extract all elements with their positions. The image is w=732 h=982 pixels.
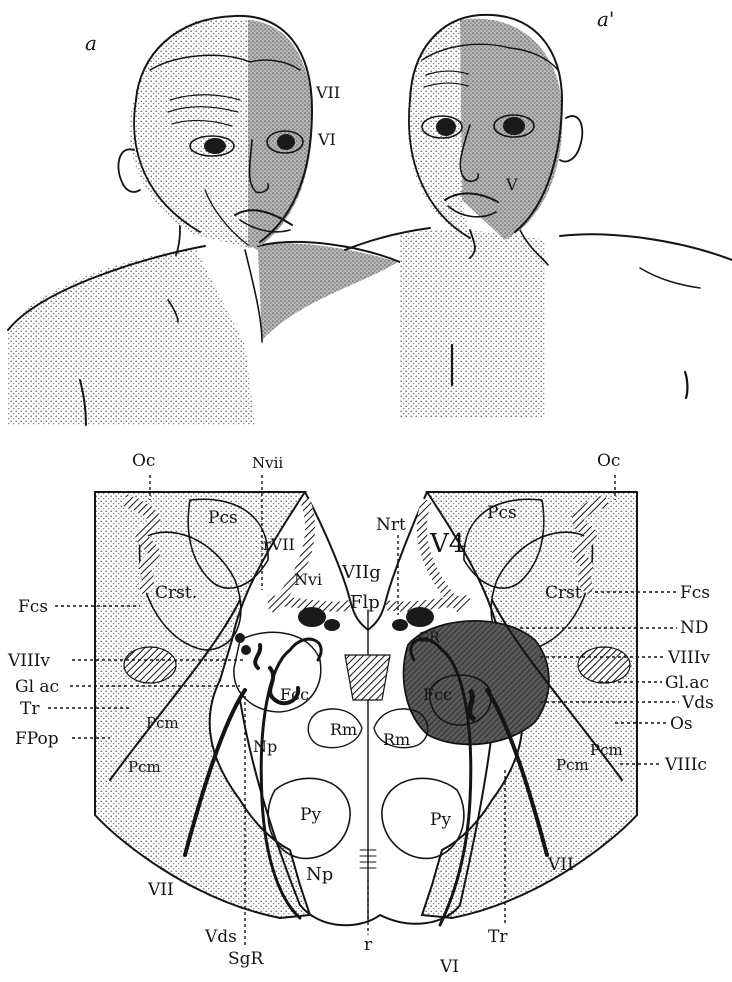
label-pcm-left2: Pcm — [128, 758, 161, 776]
label-fcc-right: Fcc — [423, 685, 452, 704]
label-pcm-right1: Pcm — [590, 741, 623, 759]
label-np-bottom: Np — [306, 864, 333, 885]
label-nvii: Nvii — [252, 454, 283, 472]
label-glac-left: Gl ac — [15, 677, 59, 697]
label-pcs-right: Pcs — [487, 503, 517, 523]
label-oc-right: Oc — [597, 451, 620, 471]
label-oc-left: Oc — [132, 451, 155, 471]
panel-a-torso-stippled — [8, 248, 255, 425]
label-viiiv-left: VIIIv — [7, 651, 50, 671]
label-vii-left: VII — [147, 880, 174, 900]
label-np-mid: Np — [253, 737, 277, 756]
label-tr-bottom: Tr — [488, 927, 508, 947]
label-crst-right: Crst — [545, 583, 582, 603]
panel-a-label-vi: VI — [317, 130, 336, 149]
label-tr-left: Tr — [20, 699, 40, 719]
panel-a-prime-torso-shaded — [400, 230, 545, 418]
label-viiiv-right: VIIIv — [667, 648, 710, 668]
panel-a-prime-letter: a' — [597, 7, 614, 31]
label-rvii: rVII — [263, 535, 295, 554]
label-r: r — [364, 935, 373, 955]
label-vii-right: VII — [547, 855, 574, 875]
label-rm-left: Rm — [330, 720, 357, 739]
label-pcs-left: Pcs — [208, 508, 238, 528]
panel-a-torso-shaded — [248, 243, 398, 340]
label-os: Os — [670, 714, 693, 734]
label-crst-left: Crst. — [155, 583, 197, 603]
label-nd: ND — [680, 618, 709, 638]
label-pcm-left1: Pcm — [146, 714, 179, 732]
label-vds-bottom: Vds — [204, 927, 237, 947]
label-v4: V4 — [429, 529, 465, 559]
brainstem-section: Oc Oc Nvii Nrt V4 rVII Nvi VIIg Flp Pcs … — [7, 451, 714, 977]
panel-a-head-right-shaded — [248, 20, 312, 248]
label-viig: VIIg — [341, 562, 381, 583]
panel-a: a VII VI — [8, 16, 400, 425]
label-fcc-left: Fcc — [280, 685, 309, 704]
label-fcs-right: Fcs — [680, 583, 710, 603]
label-flp: Flp — [350, 592, 380, 613]
label-nvi: Nvi — [294, 570, 322, 589]
label-sgr: SgR — [228, 949, 265, 969]
panel-a-prime: a' V — [345, 7, 732, 418]
label-fcs-left: Fcs — [18, 597, 48, 617]
section-outline — [95, 492, 310, 918]
label-vds-right: Vds — [681, 693, 714, 713]
panel-a-head-left — [130, 20, 248, 248]
label-vi-bottom: VI — [439, 957, 459, 977]
label-gr: GR — [418, 630, 440, 646]
label-glac-right: Gl.ac — [665, 673, 709, 693]
label-nrt: Nrt — [376, 515, 406, 535]
label-py-left: Py — [300, 805, 321, 825]
panel-a-label-vii: VII — [315, 83, 340, 102]
label-py-right: Py — [430, 810, 451, 830]
panel-a-letter: a — [85, 31, 97, 55]
label-viiic: VIIIc — [664, 755, 707, 775]
panel-a-prime-label-v: V — [505, 175, 518, 194]
label-fpop: FPop — [15, 729, 59, 749]
label-pcm-right2: Pcm — [556, 756, 589, 774]
label-rm-right: Rm — [383, 730, 410, 749]
